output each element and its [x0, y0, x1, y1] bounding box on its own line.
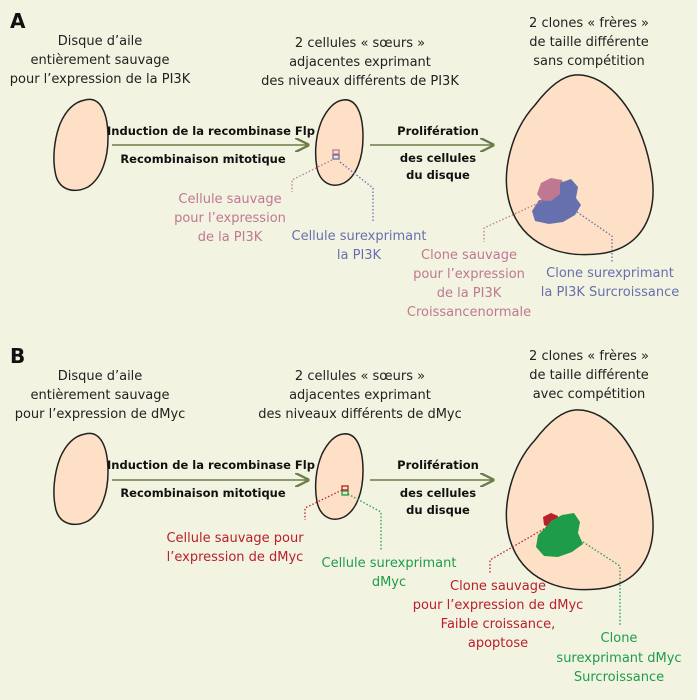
panel-a-clones-title: 2 clones « frères » de taille différente…: [529, 16, 649, 69]
wing-disc-clones: [505, 74, 654, 256]
arrow-label-proliferation: Prolifération: [397, 124, 479, 138]
arrow-proliferation-b: Prolifération des cellules du disque: [370, 458, 493, 517]
sisters-title-line: 2 cellules « sœurs »: [295, 36, 425, 51]
label-line: apoptose: [468, 636, 528, 651]
panel-b-letter: B: [10, 344, 25, 368]
leader-over-cell-a: [339, 161, 374, 221]
clone-pi3k-over: [532, 179, 581, 224]
disc-title-line: Disque d’aile: [58, 34, 143, 49]
leader-over-clone-b: [579, 539, 621, 626]
wing-disc-sisters: [314, 433, 364, 520]
label-line: pour l’expression de dMyc: [413, 598, 584, 613]
label-line: Cellule sauvage: [178, 192, 281, 207]
sisters-title-line: 2 cellules « sœurs »: [295, 369, 425, 384]
label-over-clone-b: Clone surexprimant dMyc Surcroissance: [556, 631, 681, 685]
clones-title-line: sans compétition: [533, 54, 645, 69]
arrow-proliferation-a: Prolifération des cellules du disque: [370, 124, 493, 182]
clones-title-line: de taille différente: [529, 368, 649, 383]
leader-wild-clone-b: [489, 526, 548, 574]
arrow-recombinase-b: Induction de la recombinase Flp Recombin…: [107, 458, 315, 500]
label-line: Croissancenormale: [407, 305, 531, 320]
arrow-label-proliferation: des cellules: [400, 486, 476, 500]
sisters-title-line: adjacentes exprimant: [289, 388, 431, 403]
panel-a-letter: A: [10, 9, 26, 33]
label-wild-clone-b: Clone sauvage pour l’expression de dMyc …: [413, 579, 584, 651]
label-wild-cell-a: Cellule sauvage pour l’expression de la …: [174, 192, 286, 245]
label-line: de la PI3K: [198, 230, 263, 245]
sister-cell-over-dmyc: [341, 490, 349, 496]
arrow-label-proliferation: des cellules: [400, 151, 476, 165]
disc-title-line: pour l’expression de la PI3K: [10, 72, 191, 87]
panel-a-disc-title: Disque d’aile entièrement sauvage pour l…: [10, 34, 191, 87]
label-line: Cellule surexprimant: [292, 229, 427, 244]
arrow-label-proliferation: du disque: [406, 168, 470, 182]
label-line: Clone surexprimant: [546, 266, 674, 281]
leader-over-clone-a: [576, 211, 613, 262]
sister-cell-over-pi3k: [332, 154, 340, 160]
label-line: surexprimant dMyc: [556, 651, 681, 666]
sister-cell-wild-pi3k: [332, 149, 340, 155]
panel-a: A Disque d’aile entièrement sauvage pour…: [10, 9, 680, 320]
leader-wild-clone-a: [483, 199, 546, 242]
label-line: pour l’expression: [413, 267, 525, 282]
arrow-label-induction: Induction de la recombinase Flp: [107, 124, 315, 138]
label-line: dMyc: [372, 575, 406, 590]
clones-title-line: 2 clones « frères »: [529, 349, 649, 364]
label-over-cell-b: Cellule surexprimant dMyc: [322, 556, 457, 590]
clone-dmyc-over: [536, 513, 583, 557]
label-wild-cell-b: Cellule sauvage pour l’expression de dMy…: [166, 531, 304, 565]
sisters-title-line: des niveaux différents de PI3K: [261, 74, 459, 89]
wing-disc-clones: [505, 409, 654, 591]
label-line: Clone: [601, 631, 638, 646]
arrow-label-proliferation: Prolifération: [397, 458, 479, 472]
arrow-label-recombination: Recombinaison mitotique: [120, 486, 286, 500]
disc-title-line: entièrement sauvage: [30, 53, 169, 68]
clones-title-line: avec compétition: [533, 387, 646, 402]
sisters-title-line: adjacentes exprimant: [289, 55, 431, 70]
panel-b-sisters-title: 2 cellules « sœurs » adjacentes expriman…: [258, 369, 462, 422]
panel-b-disc-title: Disque d’aile entièrement sauvage pour l…: [15, 369, 186, 422]
arrow-label-proliferation: du disque: [406, 503, 470, 517]
disc-title-line: Disque d’aile: [58, 369, 143, 384]
label-over-clone-a: Clone surexprimant la PI3K Surcroissance: [541, 266, 680, 300]
panel-a-sisters-title: 2 cellules « sœurs » adjacentes expriman…: [261, 36, 459, 89]
arrow-recombinase-a: Induction de la recombinase Flp Recombin…: [107, 124, 315, 166]
label-line: Cellule surexprimant: [322, 556, 457, 571]
clones-title-line: de taille différente: [529, 35, 649, 50]
sister-cell-wild-dmyc: [341, 485, 349, 491]
arrow-label-induction: Induction de la recombinase Flp: [107, 458, 315, 472]
leader-wild-cell-b: [304, 489, 343, 520]
sisters-title-line: des niveaux différents de dMyc: [258, 407, 462, 422]
label-over-cell-a: Cellule surexprimant la PI3K: [292, 229, 427, 263]
wing-disc-wild: [53, 432, 109, 526]
label-line: la PI3K Surcroissance: [541, 285, 680, 300]
leader-wild-cell-a: [291, 159, 333, 192]
label-line: Clone sauvage: [421, 248, 517, 263]
label-line: Cellule sauvage pour: [166, 531, 304, 546]
label-line: la PI3K: [337, 248, 382, 263]
panel-b: B Disque d’aile entièrement sauvage pour…: [10, 344, 682, 685]
wing-disc-wild: [53, 98, 109, 192]
label-line: de la PI3K: [437, 286, 502, 301]
label-line: Clone sauvage: [450, 579, 546, 594]
arrow-label-recombination: Recombinaison mitotique: [120, 152, 286, 166]
disc-title-line: pour l’expression de dMyc: [15, 407, 186, 422]
disc-title-line: entièrement sauvage: [30, 388, 169, 403]
label-line: pour l’expression: [174, 211, 286, 226]
clones-title-line: 2 clones « frères »: [529, 16, 649, 31]
label-line: l’expression de dMyc: [167, 550, 304, 565]
wing-disc-sisters: [314, 99, 364, 186]
panel-b-clones-title: 2 clones « frères » de taille différente…: [529, 349, 649, 402]
label-wild-clone-a: Clone sauvage pour l’expression de la PI…: [407, 248, 531, 320]
label-line: Faible croissance,: [441, 617, 556, 632]
label-line: Surcroissance: [574, 670, 664, 685]
